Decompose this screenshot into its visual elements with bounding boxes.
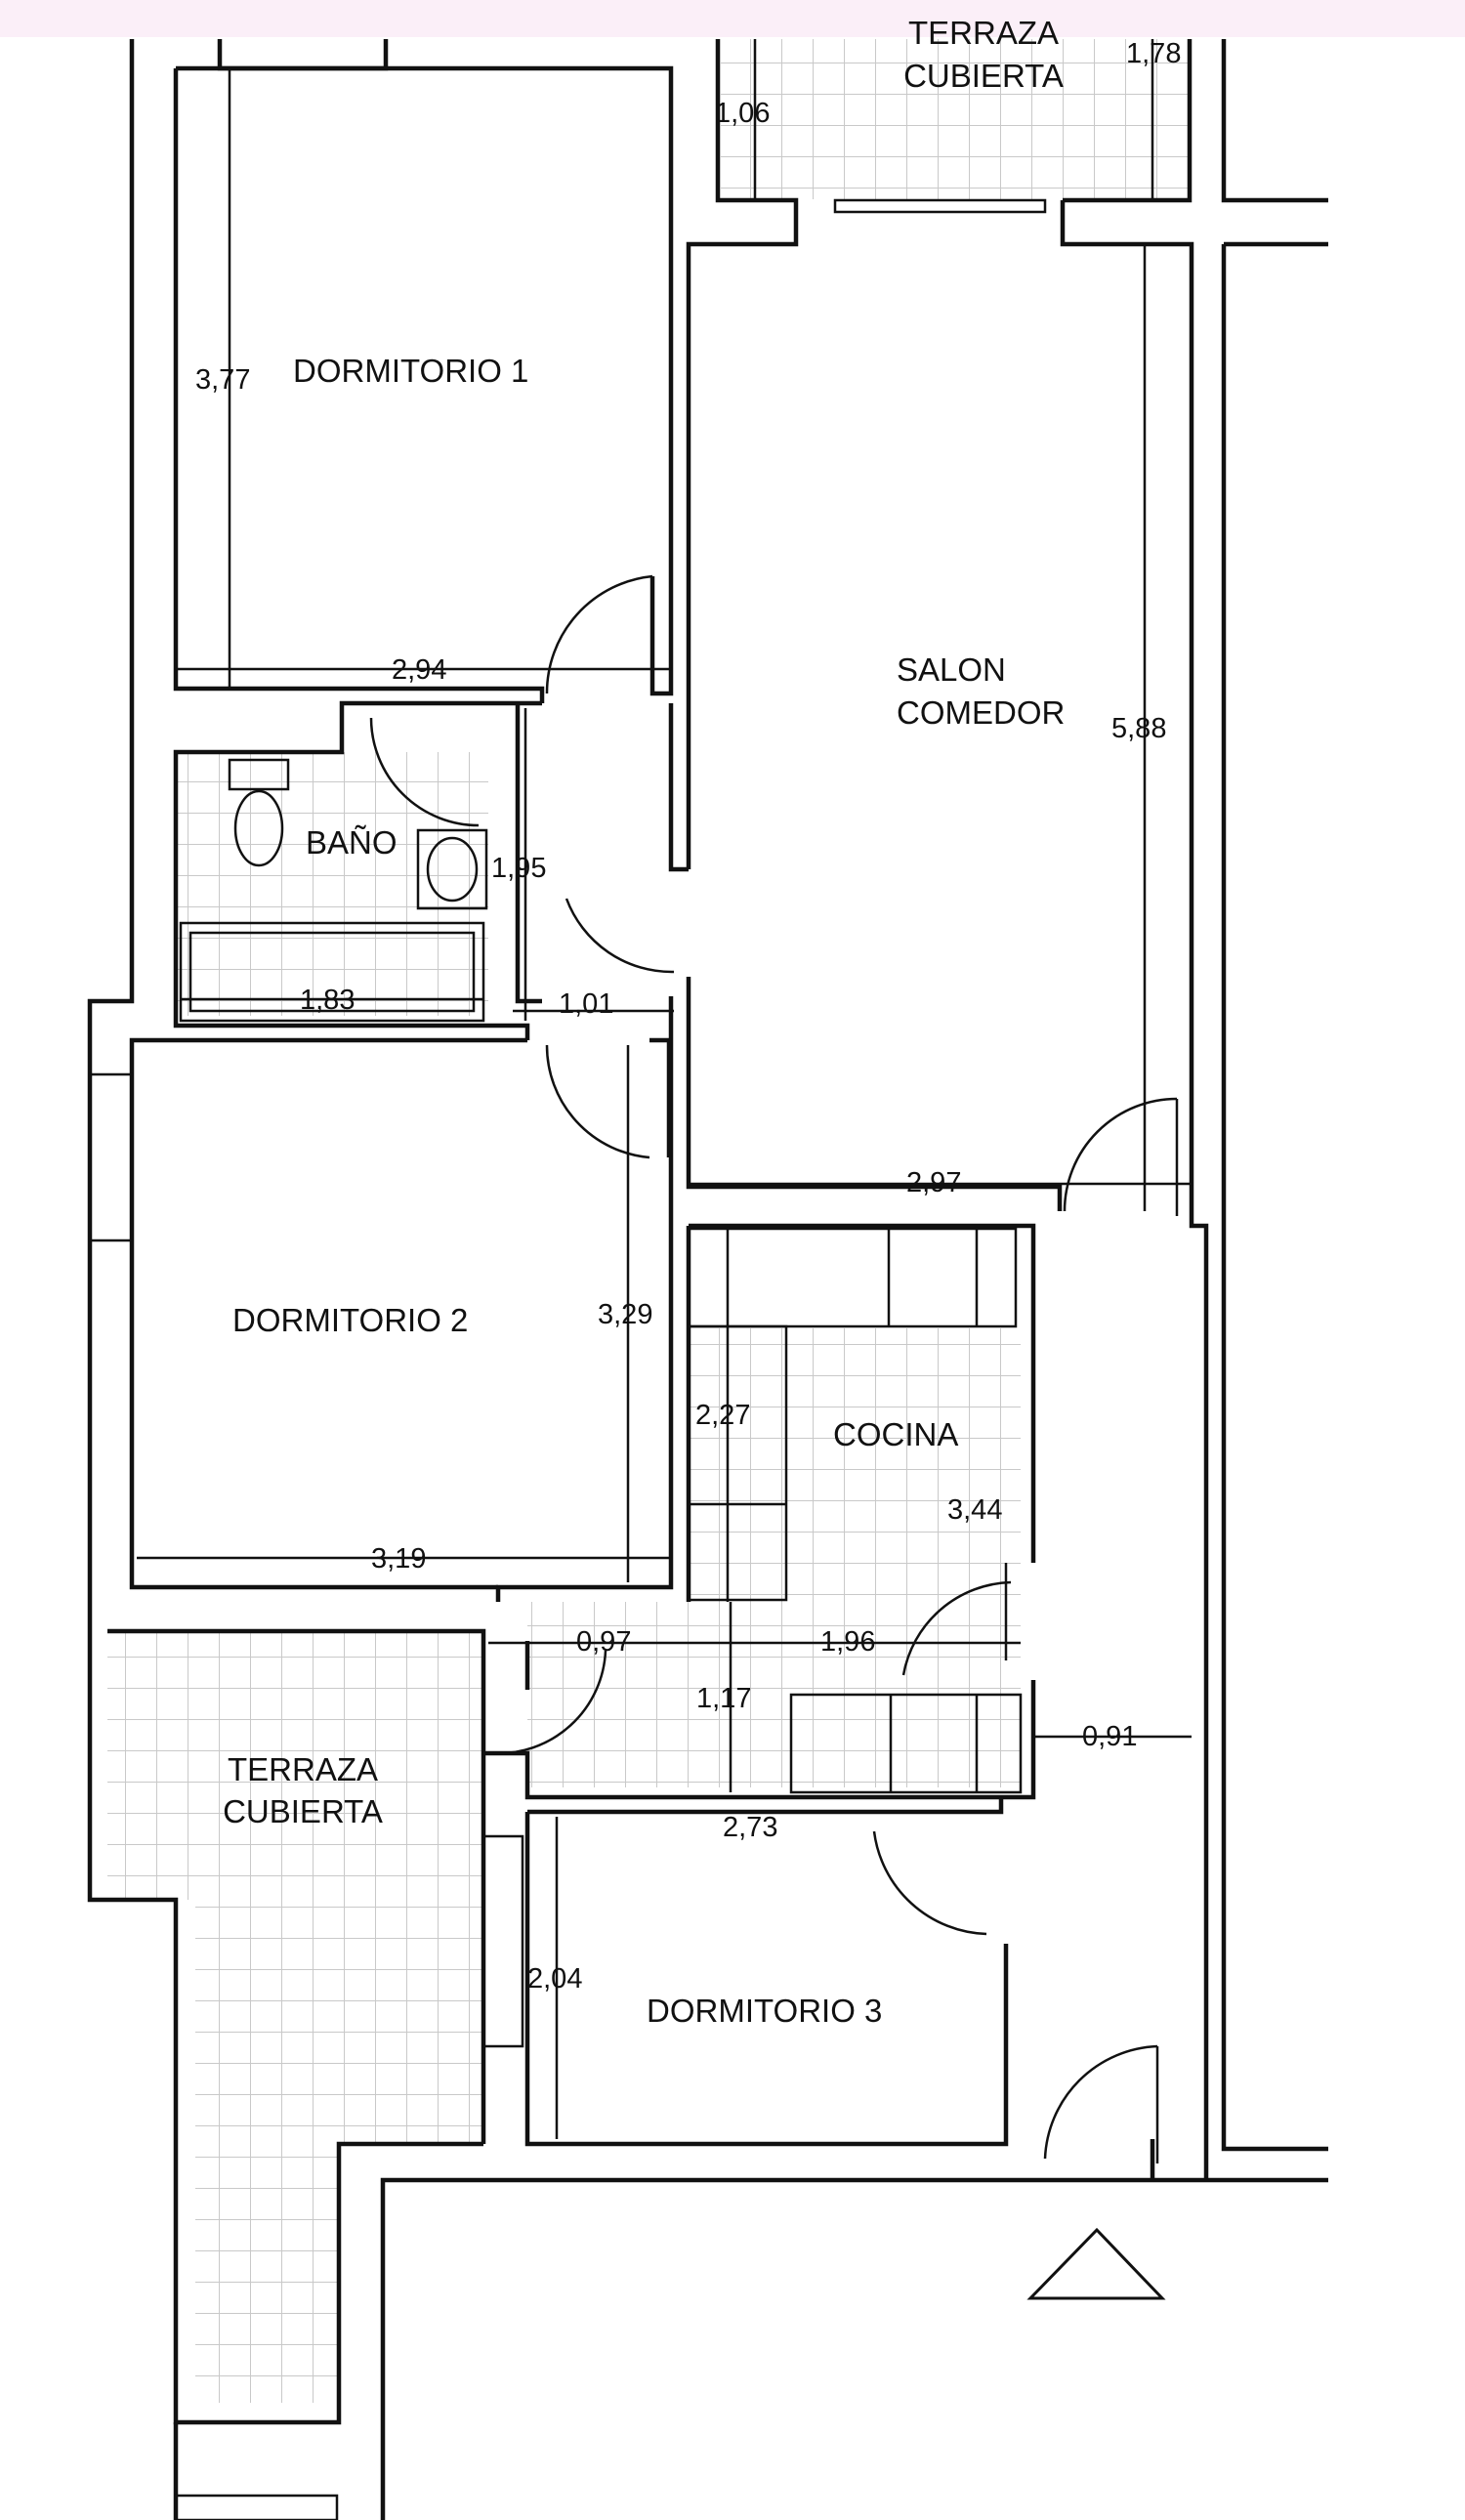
dim-label-corridor-091: 0,91 [1082, 1721, 1137, 1752]
dim-label-cocina-a: 2,27 [695, 1400, 750, 1431]
terraza-top-tiles [721, 39, 1190, 199]
room-label-dormitorio-2: DORMITORIO 2 [232, 1302, 468, 1338]
dim-label-bano-width: 1,83 [300, 985, 355, 1016]
dim-label-pass-097: 0,97 [576, 1626, 631, 1658]
top-status-strip [0, 0, 1465, 37]
dim-label-bano-height: 1,95 [491, 853, 546, 884]
walls [87, 39, 1328, 2520]
room-label-cocina: COCINA [833, 1416, 958, 1452]
room-label-terraza-top: TERRAZA [908, 15, 1059, 51]
dim-label-106: 1,06 [715, 98, 770, 129]
room-label-dormitorio-1: DORMITORIO 1 [293, 353, 528, 389]
dim-label-salon-width: 2,97 [906, 1167, 961, 1198]
bano-tiles [176, 752, 488, 1016]
terraza-bottom-tiles [107, 1631, 483, 2403]
windows [88, 198, 1047, 2520]
room-label-comedor: COMEDOR [897, 694, 1065, 731]
north-arrow-icon [1026, 2227, 1166, 2300]
dim-label-d1-width: 2,94 [392, 654, 446, 686]
sink-icon [416, 828, 488, 910]
dim-label-178: 1,78 [1126, 38, 1181, 69]
dim-label-salon-height: 5,88 [1111, 713, 1166, 744]
room-label-terraza-bottom: TERRAZA [228, 1751, 378, 1787]
kitchen-counters [687, 1227, 1023, 1794]
dim-label-cocina-width: 1,96 [820, 1626, 875, 1658]
dim-label-hall-width: 1,01 [559, 988, 613, 1020]
room-label-terraza-top-line2: CUBIERTA [903, 58, 1064, 94]
dim-label-d3-width: 2,73 [723, 1812, 777, 1843]
dim-label-d2-height: 3,29 [598, 1299, 652, 1330]
bathtub [179, 921, 485, 1023]
room-label-dormitorio-3: DORMITORIO 3 [647, 1993, 882, 2029]
room-label-salon: SALON [897, 651, 1006, 688]
dim-label-cocina-height: 3,44 [947, 1494, 1002, 1526]
toilet-icon [228, 758, 290, 867]
dim-label-pass-117: 1,17 [696, 1683, 751, 1714]
cocina-tiles [689, 1328, 1021, 1602]
dim-label-d2-width: 3,19 [371, 1543, 426, 1575]
room-label-cubierta-bottom: CUBIERTA [223, 1793, 383, 1829]
dim-label-d1-height: 3,77 [195, 364, 250, 396]
dim-label-d3-height: 2,04 [527, 1963, 582, 1995]
room-label-bano: BAÑO [306, 824, 398, 861]
dimension-lines [137, 39, 1192, 2139]
